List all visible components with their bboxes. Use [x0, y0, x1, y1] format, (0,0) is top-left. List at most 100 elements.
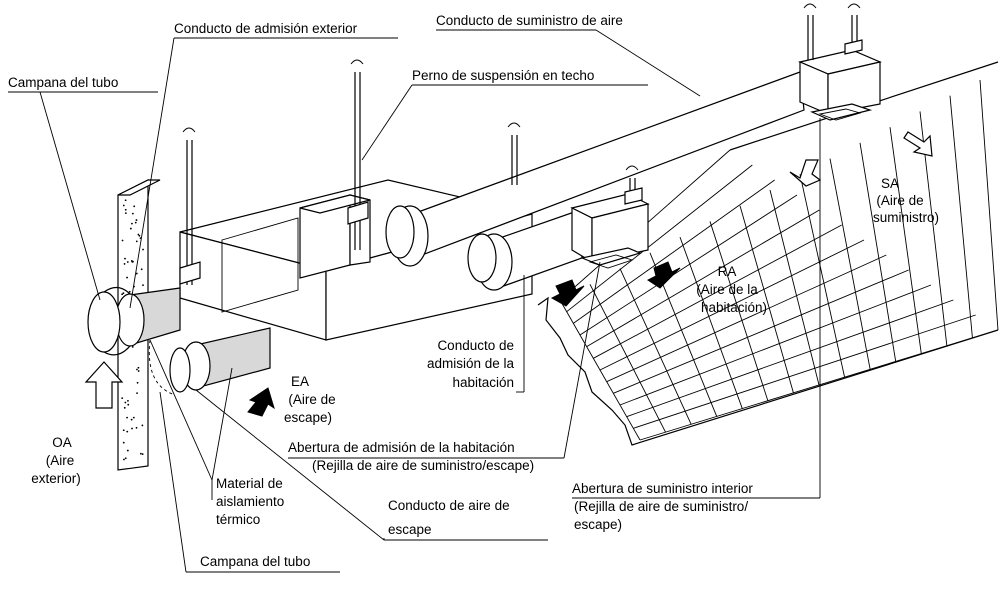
- wall-speckle: [131, 346, 134, 348]
- label-sa-desc-1: (Aire de: [876, 193, 923, 208]
- sa-arrow-icon: [903, 131, 933, 157]
- ceiling-grid-line: [619, 268, 692, 425]
- indoor-supply-grille: [798, 49, 882, 121]
- ceiling-grid-line: [769, 189, 820, 386]
- label-ra: RA: [718, 264, 737, 279]
- wall-speckle: [139, 452, 142, 455]
- label-room-intake-duct-2: admisión de la: [427, 356, 515, 371]
- wall-speckle: [131, 427, 133, 430]
- outdoor-intake-duct: [87, 286, 181, 356]
- ceiling-grid-line: [626, 299, 954, 418]
- ceiling-grid-line: [709, 221, 769, 401]
- label-ra-desc-1: (Aire de la: [696, 282, 758, 297]
- wall-speckle: [123, 263, 126, 265]
- wall-speckle: [126, 276, 128, 279]
- ceiling-grid-line: [679, 236, 743, 409]
- wall-speckle: [135, 219, 138, 221]
- label-oa-desc-2: exterior): [31, 471, 81, 486]
- wall-speckle: [124, 401, 127, 404]
- label-room-intake-opening-1: Abertura de admisión de la habitación: [288, 440, 515, 455]
- ceiling-grid-line: [859, 142, 897, 362]
- wall-speckle: [122, 204, 125, 207]
- label-ea-desc-1: (Aire de: [288, 392, 335, 407]
- wall-speckle: [135, 240, 138, 243]
- wall-speckle: [124, 208, 127, 211]
- wall-speckle: [123, 406, 126, 409]
- wall-speckle: [122, 429, 125, 432]
- wall-speckle: [124, 457, 127, 460]
- wall-speckle: [128, 290, 131, 293]
- label-pipe-hood-top: Campana del tubo: [8, 75, 118, 90]
- wall-speckle: [132, 416, 135, 419]
- wall-speckle: [122, 292, 125, 295]
- ceiling-grid-line: [949, 95, 973, 338]
- ceiling-grid: [537, 61, 999, 446]
- ra-arrow-icon: [647, 261, 681, 289]
- ceiling-grid-line: [799, 174, 846, 378]
- wall-speckle: [126, 430, 129, 433]
- label-pipe-hood-bottom: Campana del tubo: [200, 554, 310, 569]
- wall-speckle: [134, 221, 137, 224]
- oa-arrow-icon: [84, 361, 124, 409]
- wall-speckle: [124, 199, 127, 202]
- wall-speckle: [131, 260, 134, 263]
- label-ra-desc-2: habitación): [701, 300, 767, 315]
- leader-lines: [8, 29, 821, 573]
- wall-speckle: [121, 293, 124, 296]
- wall-speckle: [123, 458, 125, 461]
- label-exhaust-duct-1: Conducto de aire de: [388, 498, 510, 513]
- wall-speckle: [122, 441, 125, 444]
- airflow-arrows: [84, 131, 933, 417]
- label-indoor-supply-opening-2: (Rejilla de aire de suministro/: [574, 499, 748, 514]
- wall-speckle: [136, 392, 138, 395]
- wall-speckle: [121, 239, 124, 242]
- label-indoor-supply-opening-1: Abertura de suministro interior: [572, 481, 753, 496]
- wall-speckle: [136, 381, 139, 384]
- ceiling-grid-line: [633, 314, 976, 429]
- wall-speckle: [126, 261, 129, 263]
- wall-speckle: [121, 397, 124, 400]
- wall-speckle: [133, 205, 136, 208]
- labels: Conducto de admisión exterior Conducto d…: [8, 13, 939, 569]
- wall-speckle: [135, 426, 138, 429]
- wall-speckle: [127, 399, 129, 402]
- wall-speckle: [129, 227, 132, 230]
- wall-speckle: [127, 403, 130, 406]
- label-oa-desc-1: (Aire: [46, 453, 75, 468]
- wall-speckle: [142, 284, 144, 287]
- ceiling-grid-line: [559, 299, 641, 441]
- label-sa-desc-2: suministro): [873, 210, 939, 225]
- label-supply-air-duct: Conducto de suministro de aire: [436, 13, 623, 28]
- label-outdoor-intake-duct: Conducto de admisión exterior: [174, 21, 358, 36]
- wall-speckle: [124, 257, 126, 260]
- wall-speckle: [126, 449, 129, 452]
- ceiling-grid-line: [619, 284, 932, 406]
- ra-arrow-icon: [550, 279, 585, 307]
- label-indoor-supply-opening-3: escape): [574, 517, 622, 532]
- wall-speckle: [141, 453, 144, 456]
- wall-speckle: [135, 272, 138, 275]
- ceiling-grid-line: [579, 194, 798, 336]
- label-room-intake-duct-1: Conducto de: [437, 338, 514, 353]
- wall-speckle: [126, 416, 128, 419]
- ceiling-grid-line: [613, 269, 909, 394]
- label-oa: OA: [52, 435, 72, 450]
- label-ea: EA: [291, 374, 309, 389]
- wall-speckle: [136, 368, 138, 371]
- ceiling-grid-line: [589, 284, 666, 433]
- ceiling-grid-line: [739, 205, 794, 393]
- sa-arrow-icon: [789, 159, 822, 187]
- ceiling-grid-line: [979, 79, 999, 331]
- wall-speckle: [138, 234, 141, 237]
- wall-speckle: [124, 212, 127, 215]
- label-insulation-1: Material de: [216, 476, 283, 491]
- label-sa: SA: [881, 176, 899, 191]
- ceiling-grid-line: [889, 127, 922, 354]
- label-ceiling-bolt: Perno de suspensión en techo: [412, 68, 594, 83]
- wall-speckle: [137, 233, 140, 236]
- label-room-intake-duct-3: habitación: [452, 375, 514, 390]
- ceiling-grid-line: [829, 158, 871, 370]
- ceiling-grid-line: [593, 224, 842, 359]
- wall-speckle: [142, 248, 144, 251]
